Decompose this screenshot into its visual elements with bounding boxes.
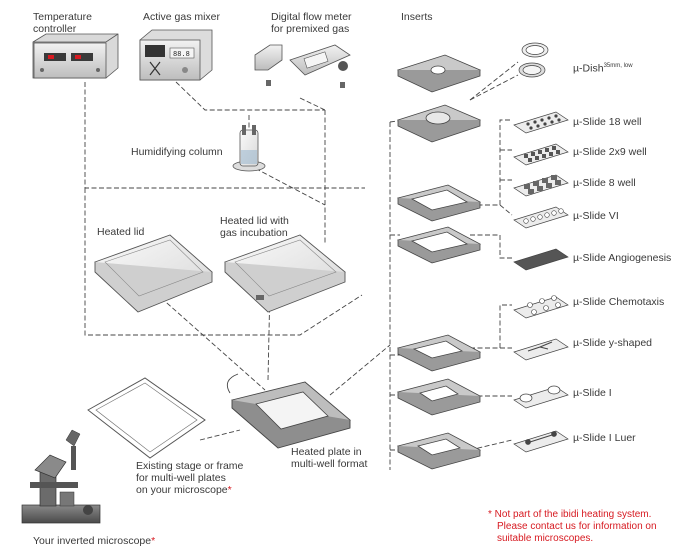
insert-label-dish: µ-Dish35mm, low [573, 60, 633, 75]
temperature-controller-label-line2: controller [33, 23, 77, 35]
your-microscope-label: Your inverted microscope* [33, 535, 155, 547]
your-microscope-asterisk: * [151, 535, 156, 547]
humidifying-column-label: Humidifying column [131, 146, 223, 158]
heated-plate-label: Heated plate in multi-well format [291, 446, 367, 470]
footnote-line1: * Not part of the ibidi heating system. [488, 509, 652, 520]
insert-label-slide-i: µ-Slide I [573, 387, 612, 399]
digital-flow-meter-label-line2: for premixed gas [271, 23, 350, 35]
insert-label-vi: µ-Slide VI [573, 210, 619, 222]
connection-lines [84, 61, 519, 470]
temperature-controller-label: Temperature controller [33, 11, 92, 35]
digital-flow-meter-label-line1: Digital flow meter [271, 11, 352, 23]
insert-label-18-well: µ-Slide 18 well [573, 116, 642, 128]
footnote-line2: Please contact us for information on [497, 521, 657, 532]
heated-lid-label: Heated lid [97, 226, 145, 238]
heated-lid-gas-label: Heated lid with gas incubation [220, 215, 289, 239]
insert-label-8-well: µ-Slide 8 well [573, 177, 636, 189]
insert-label-2x9-well: µ-Slide 2x9 well [573, 146, 647, 158]
existing-stage-label-line2: for multi-well plates [136, 472, 226, 484]
heated-plate-label-line1: Heated plate in [291, 446, 362, 458]
humidifying-column-device [232, 125, 266, 172]
existing-stage-label-line3-text: on your microscope [136, 484, 228, 496]
inserts-heading: Inserts [401, 11, 433, 23]
insert-label-y-shaped: µ-Slide y-shaped [573, 337, 653, 349]
insert-label-dish-name: µ-Dish [573, 62, 604, 75]
existing-stage-label-line1: Existing stage or frame [136, 460, 244, 472]
insert-label-dish-suffix: 35mm, low [603, 63, 633, 69]
heated-lid-gas-device [224, 234, 346, 313]
footnote-line3: suitable microscopes. [497, 533, 594, 544]
insert-label-slide-i-luer: µ-Slide I Luer [573, 432, 636, 444]
heated-plate-label-line2: multi-well format [291, 458, 368, 470]
existing-stage-frame [87, 377, 206, 459]
insert-label-angiogenesis: µ-Slide Angiogenesis [573, 252, 672, 264]
heated-lid-device [94, 234, 213, 313]
digital-flow-meter-label: Digital flow meter for premixed gas [271, 11, 352, 35]
insert-slides [513, 42, 569, 453]
active-gas-mixer-label: Active gas mixer [143, 11, 221, 23]
inverted-microscope [21, 429, 101, 524]
existing-stage-asterisk: * [227, 484, 232, 496]
heated-lid-gas-label-line2: gas incubation [220, 227, 288, 239]
footnote: * Not part of the ibidi heating system. … [488, 509, 657, 545]
your-microscope-label-text: Your inverted microscope [33, 535, 152, 547]
heated-lid-gas-label-line1: Heated lid with [220, 215, 289, 227]
temperature-controller-label-line1: Temperature [33, 11, 92, 23]
heated-plate-device [226, 373, 351, 449]
svg-text:88.8: 88.8 [173, 50, 190, 58]
temperature-controller-device [32, 33, 119, 79]
existing-stage-label: Existing stage or frame for multi-well p… [136, 460, 243, 496]
insert-holders [396, 54, 482, 470]
active-gas-mixer-device: 88.8 [139, 29, 213, 81]
existing-stage-label-line3: on your microscope* [136, 484, 243, 496]
digital-flow-meter-device [254, 44, 351, 88]
insert-label-chemotaxis: µ-Slide Chemotaxis [573, 296, 665, 308]
